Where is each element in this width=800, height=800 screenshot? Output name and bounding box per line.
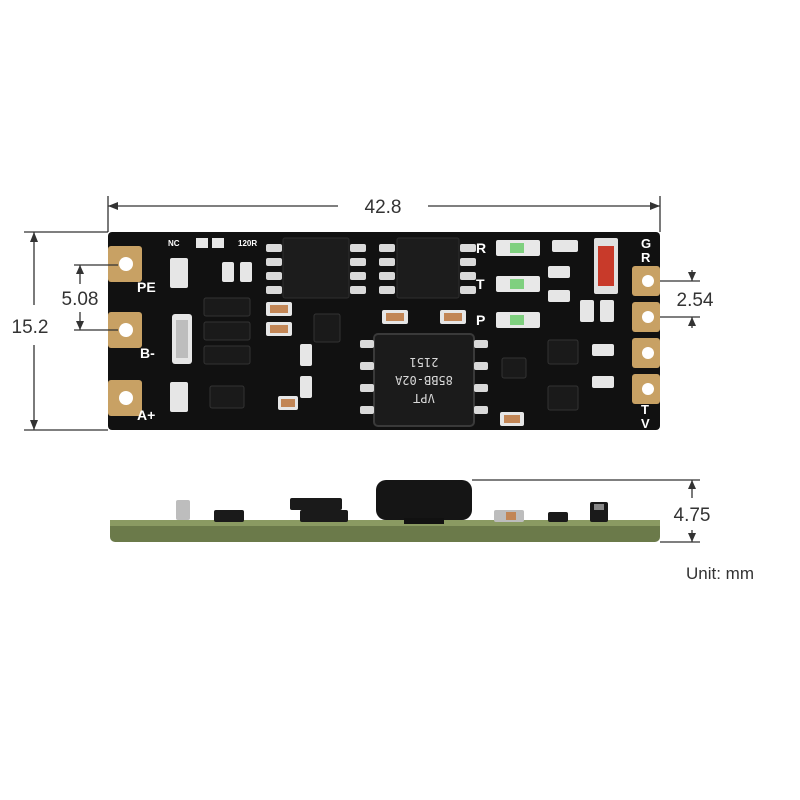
- led-label-r: R: [476, 240, 486, 256]
- led-label-p: P: [476, 312, 485, 328]
- pcb-side-view: [110, 480, 660, 542]
- ic-chip-1: [266, 237, 366, 299]
- dimension-thickness: 4.75: [674, 505, 711, 526]
- transformer-text-2: 85BB-02A: [394, 373, 453, 387]
- dimension-width: 42.8: [365, 197, 402, 218]
- transformer: VPT 85BB-02A 2151: [360, 333, 488, 427]
- silk-label-nc: NC: [168, 239, 180, 248]
- pcb-top-view: PE B- A+ G R T V NC 120R: [108, 232, 660, 431]
- dimension-arrows: [30, 202, 696, 542]
- pin-label-b-minus: B-: [140, 345, 155, 361]
- sot-transistors: [203, 297, 579, 411]
- status-leds: [496, 240, 540, 328]
- led-label-t: T: [476, 276, 485, 292]
- tvs-diode: [594, 238, 618, 294]
- unit-label: Unit: mm: [686, 564, 754, 583]
- dimension-pitch-left: 5.08: [62, 289, 99, 310]
- transformer-text-3: 2151: [410, 355, 439, 369]
- pin-label-t: T: [641, 402, 649, 417]
- pin-label-pe: PE: [137, 279, 156, 295]
- pin-label-a-plus: A+: [137, 407, 155, 423]
- side-transformer: [376, 480, 472, 520]
- pin-label-v: V: [641, 416, 650, 431]
- silk-label-120r: 120R: [238, 239, 257, 248]
- ic-chip-2: [379, 237, 476, 299]
- pin-label-r: R: [641, 250, 651, 265]
- dimension-height: 15.2: [12, 317, 49, 338]
- transformer-text-1: VPT: [413, 391, 435, 405]
- passive-components: [170, 238, 614, 426]
- pin-label-g: G: [641, 236, 651, 251]
- dimension-pitch-right: 2.54: [677, 290, 714, 311]
